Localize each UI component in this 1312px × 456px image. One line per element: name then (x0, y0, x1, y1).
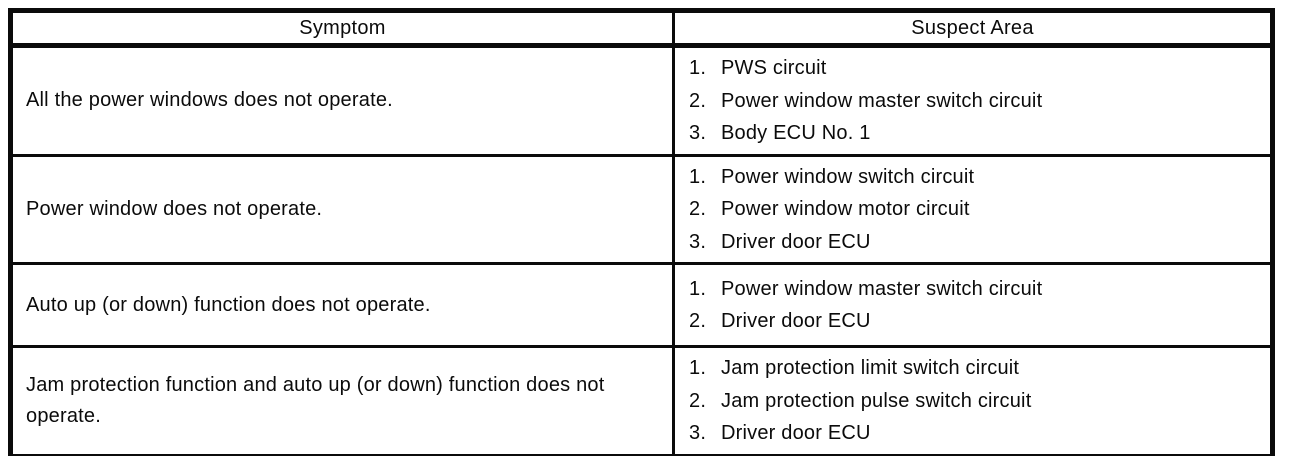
suspect-item: 3. Driver door ECU (689, 226, 1262, 259)
suspect-item-label: Power window master switch circuit (721, 89, 1043, 112)
suspect-item: 1. PWS circuit (689, 52, 1262, 85)
suspect-item-number: 1. (689, 57, 707, 79)
suspect-item-number: 1. (689, 357, 707, 379)
suspect-item-number: 1. (689, 277, 707, 300)
suspect-item-number: 3. (689, 122, 707, 144)
suspect-item: 2. Driver door ECU (689, 305, 1262, 338)
suspect-list: 1. PWS circuit 2. Power window master sw… (675, 48, 1270, 154)
symptom-text: Auto up (or down) function does not oper… (26, 293, 431, 316)
suspect-item-label: Driver door ECU (721, 230, 871, 253)
symptom-text: Power window does not operate. (26, 197, 323, 220)
table-row: All the power windows does not operate. … (8, 44, 1275, 157)
suspect-item: 2. Power window motor circuit (689, 193, 1262, 226)
symptom-cell: Auto up (or down) function does not oper… (8, 262, 675, 348)
suspect-item-label: PWS circuit (721, 57, 827, 79)
symptom-suspect-table: Symptom Suspect Area All the power windo… (8, 8, 1275, 456)
suspect-item-number: 3. (689, 422, 707, 444)
suspect-item-number: 2. (689, 198, 707, 220)
suspect-item-number: 1. (689, 165, 707, 188)
suspect-item-label: Power window master switch circuit (721, 277, 1043, 300)
suspect-item-number: 2. (689, 310, 707, 332)
symptom-text: All the power windows does not operate. (26, 89, 393, 112)
table-header-row: Symptom Suspect Area (8, 8, 1275, 48)
suspect-item-number: 2. (689, 89, 707, 112)
suspect-item-label: Jam protection pulse switch circuit (721, 389, 1032, 412)
suspect-area-cell: 1. Power window switch circuit 2. Power … (672, 153, 1275, 265)
suspect-item: 2. Power window master switch circuit (689, 85, 1262, 118)
suspect-list: 1. Jam protection limit switch circuit 2… (675, 348, 1270, 454)
suspect-list: 1. Power window switch circuit 2. Power … (675, 157, 1270, 263)
column-header-symptom: Symptom (8, 8, 675, 48)
suspect-item-label: Power window motor circuit (721, 198, 970, 220)
suspect-area-cell: 1. PWS circuit 2. Power window master sw… (672, 44, 1275, 157)
column-header-suspect-area: Suspect Area (672, 8, 1275, 48)
suspect-item-label: Driver door ECU (721, 422, 871, 444)
symptom-text: Jam protection function and auto up (or … (26, 373, 605, 427)
symptom-cell: All the power windows does not operate. (8, 44, 675, 157)
suspect-item-number: 3. (689, 230, 707, 253)
suspect-item: 2. Jam protection pulse switch circuit (689, 385, 1262, 418)
suspect-item: 1. Jam protection limit switch circuit (689, 352, 1262, 385)
suspect-item: 3. Body ECU No. 1 (689, 117, 1262, 150)
suspect-item: 1. Power window switch circuit (689, 161, 1262, 194)
suspect-item-label: Driver door ECU (721, 310, 871, 332)
suspect-list: 1. Power window master switch circuit 2.… (675, 269, 1270, 342)
suspect-item: 1. Power window master switch circuit (689, 273, 1262, 306)
table-row: Power window does not operate. 1. Power … (8, 153, 1275, 265)
suspect-item-label: Jam protection limit switch circuit (721, 357, 1020, 379)
suspect-item: 3. Driver door ECU (689, 417, 1262, 450)
suspect-item-label: Power window switch circuit (721, 165, 975, 188)
column-header-symptom-label: Symptom (299, 16, 386, 39)
symptom-cell: Power window does not operate. (8, 153, 675, 265)
column-header-suspect-area-label: Suspect Area (911, 16, 1034, 39)
symptom-cell: Jam protection function and auto up (or … (8, 345, 675, 456)
suspect-area-cell: 1. Power window master switch circuit 2.… (672, 262, 1275, 348)
suspect-item-number: 2. (689, 389, 707, 412)
suspect-item-label: Body ECU No. 1 (721, 122, 871, 144)
table-row: Auto up (or down) function does not oper… (8, 262, 1275, 348)
suspect-area-cell: 1. Jam protection limit switch circuit 2… (672, 345, 1275, 456)
table-row: Jam protection function and auto up (or … (8, 345, 1275, 456)
